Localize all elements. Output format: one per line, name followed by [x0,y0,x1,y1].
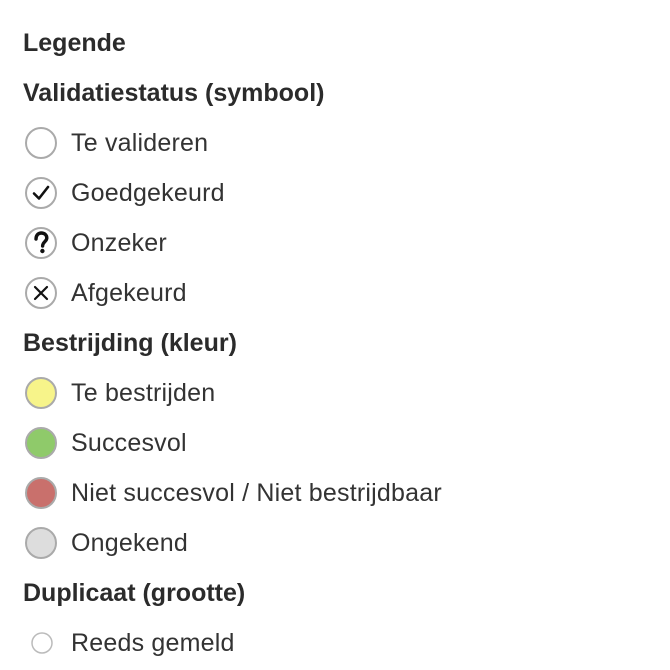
legend-item-ongekend: Ongekend [23,518,653,568]
legend-item-onzeker: Onzeker [23,218,653,268]
legend-item-afgekeurd: Afgekeurd [23,268,653,318]
duplicate-heading: Duplicaat (grootte) [23,578,246,607]
legend-item-succesvol: Succesvol [23,418,653,468]
legend-item-label: Goedgekeurd [71,178,225,207]
small-circle-icon [24,625,60,661]
control-heading: Bestrijding (kleur) [23,328,237,357]
legend-item-niet-succesvol: Niet succesvol / Niet bestrijdbaar [23,468,653,518]
legend-title: Legende [23,28,126,57]
validation-heading: Validatiestatus (symbool) [23,78,325,107]
legend-item-reeds-gemeld: Reeds gemeld [23,618,653,668]
legend-panel: Legende Validatiestatus (symbool) Te val… [23,18,653,668]
legend-item-label: Te valideren [71,128,209,157]
grey-dot-icon [24,525,60,561]
legend-item-te-bestrijden: Te bestrijden [23,368,653,418]
legend-item-label: Te bestrijden [71,378,216,407]
empty-circle-icon [24,125,60,161]
yellow-dot-icon [24,375,60,411]
green-dot-icon [24,425,60,461]
legend-item-label: Niet succesvol / Niet bestrijdbaar [71,478,442,507]
x-circle-icon [24,275,60,311]
red-dot-icon [24,475,60,511]
check-circle-icon [24,175,60,211]
question-circle-icon [24,225,60,261]
legend-item-label: Succesvol [71,428,187,457]
legend-item-label: Reeds gemeld [71,628,235,657]
legend-item-goedgekeurd: Goedgekeurd [23,168,653,218]
legend-item-label: Ongekend [71,528,188,557]
legend-item-label: Onzeker [71,228,167,257]
legend-item-te-valideren: Te valideren [23,118,653,168]
legend-item-label: Afgekeurd [71,278,187,307]
